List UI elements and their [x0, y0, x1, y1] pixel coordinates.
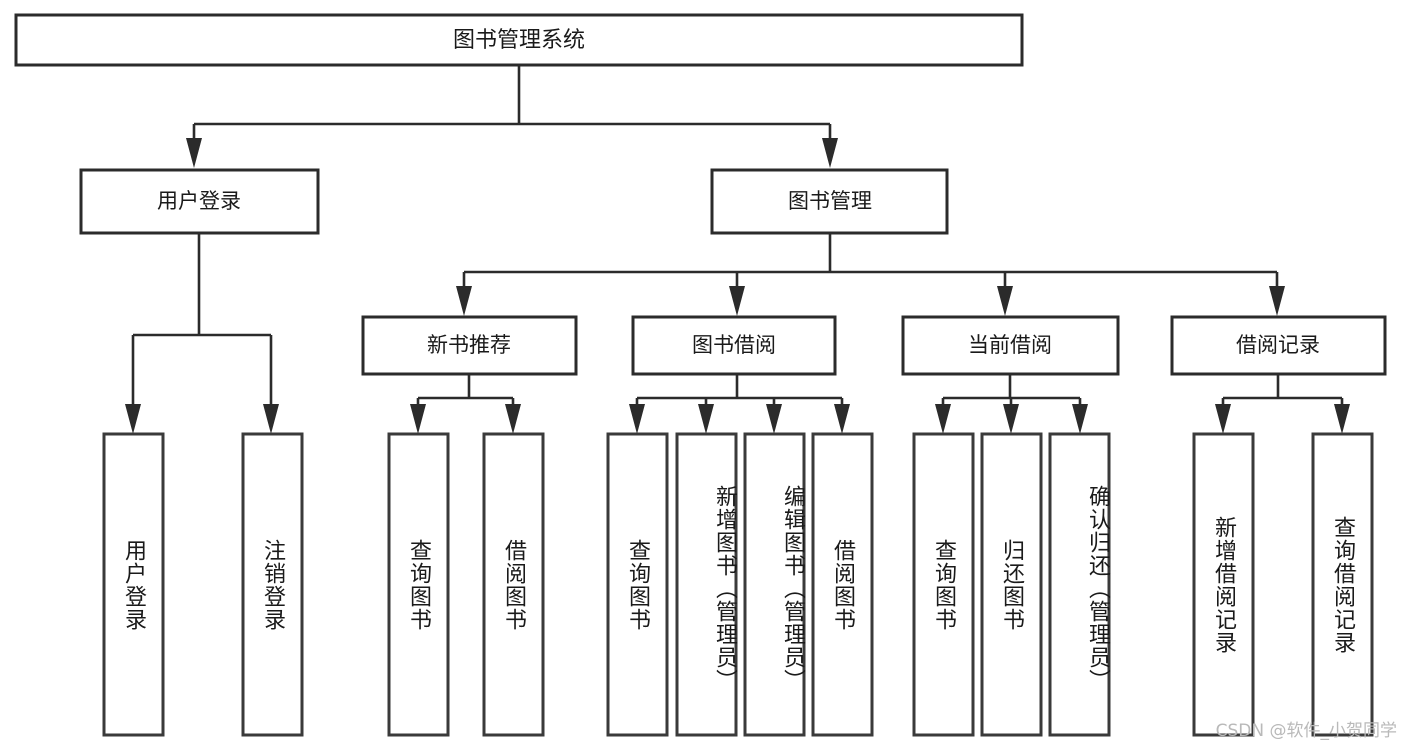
arrow-to-leaf-return-book — [1003, 404, 1019, 434]
node-new-book-rec-label: 新书推荐 — [427, 333, 511, 357]
arrow-to-user-login — [186, 138, 202, 168]
arrow-to-current-borrow — [997, 286, 1013, 316]
node-leaf-borrow-book-2-box[interactable] — [811, 432, 874, 737]
node-leaf-query-record-box[interactable] — [1311, 432, 1374, 737]
arrow-to-borrow-record — [1269, 286, 1285, 316]
node-book-manage-box[interactable] — [710, 168, 949, 235]
node-book-manage-label: 图书管理 — [788, 189, 872, 213]
arrow-to-leaf-add-record — [1215, 404, 1231, 434]
node-leaf-confirm-return-box[interactable] — [1048, 432, 1111, 737]
node-leaf-return-book-box[interactable] — [980, 432, 1043, 737]
arrow-to-book-manage — [822, 138, 838, 168]
node-new-book-rec-box[interactable] — [361, 315, 578, 376]
node-user-login-box[interactable] — [79, 168, 320, 235]
node-user-login-label: 用户登录 — [157, 189, 241, 213]
node-leaf-add-record-box[interactable] — [1192, 432, 1255, 737]
arrow-to-leaf-add-book — [698, 404, 714, 434]
arrow-to-leaf-borrow-book-1 — [505, 404, 521, 434]
node-current-borrow-label: 当前借阅 — [968, 333, 1052, 357]
arrow-to-new-book-rec — [456, 286, 472, 316]
node-leaf-logout-box[interactable] — [241, 432, 304, 737]
node-book-borrow-box[interactable] — [631, 315, 837, 376]
node-book-borrow-label: 图书借阅 — [692, 333, 776, 357]
node-current-borrow[interactable]: 当前借阅 — [901, 315, 1120, 376]
node-borrow-record-label: 借阅记录 — [1236, 333, 1320, 357]
arrow-to-leaf-query-book-3 — [935, 404, 951, 434]
node-leaf-query-book-1-box[interactable] — [387, 432, 450, 737]
node-leaf-edit-book-box[interactable] — [743, 432, 806, 737]
node-book-manage[interactable]: 图书管理 — [710, 168, 949, 235]
arrow-to-leaf-user-login — [125, 404, 141, 434]
node-leaf-user-login-box[interactable] — [102, 432, 165, 737]
node-borrow-record-box[interactable] — [1170, 315, 1387, 376]
arrow-to-leaf-borrow-book-2 — [834, 404, 850, 434]
node-current-borrow-box[interactable] — [901, 315, 1120, 376]
node-leaf-query-book-2-box[interactable] — [606, 432, 669, 737]
arrow-to-leaf-query-book-2 — [629, 404, 645, 434]
node-root-label: 图书管理系统 — [453, 28, 585, 53]
leaf-boxes — [102, 432, 1374, 737]
node-root-box[interactable] — [14, 13, 1024, 67]
arrow-to-leaf-edit-book — [766, 404, 782, 434]
arrow-to-leaf-query-record — [1334, 404, 1350, 434]
arrow-to-leaf-query-book-1 — [410, 404, 426, 434]
arrow-to-leaf-logout — [263, 404, 279, 434]
node-leaf-borrow-book-1-box[interactable] — [482, 432, 545, 737]
node-user-login[interactable]: 用户登录 — [79, 168, 320, 235]
node-new-book-rec[interactable]: 新书推荐 — [361, 315, 578, 376]
arrow-to-book-borrow — [729, 286, 745, 316]
node-root[interactable]: 图书管理系统 — [14, 13, 1024, 67]
node-borrow-record[interactable]: 借阅记录 — [1170, 315, 1387, 376]
arrow-to-leaf-confirm-return — [1072, 404, 1088, 434]
node-leaf-query-book-3-box[interactable] — [912, 432, 975, 737]
node-book-borrow[interactable]: 图书借阅 — [631, 315, 837, 376]
node-leaf-add-book-box[interactable] — [675, 432, 738, 737]
connectors — [125, 66, 1350, 434]
